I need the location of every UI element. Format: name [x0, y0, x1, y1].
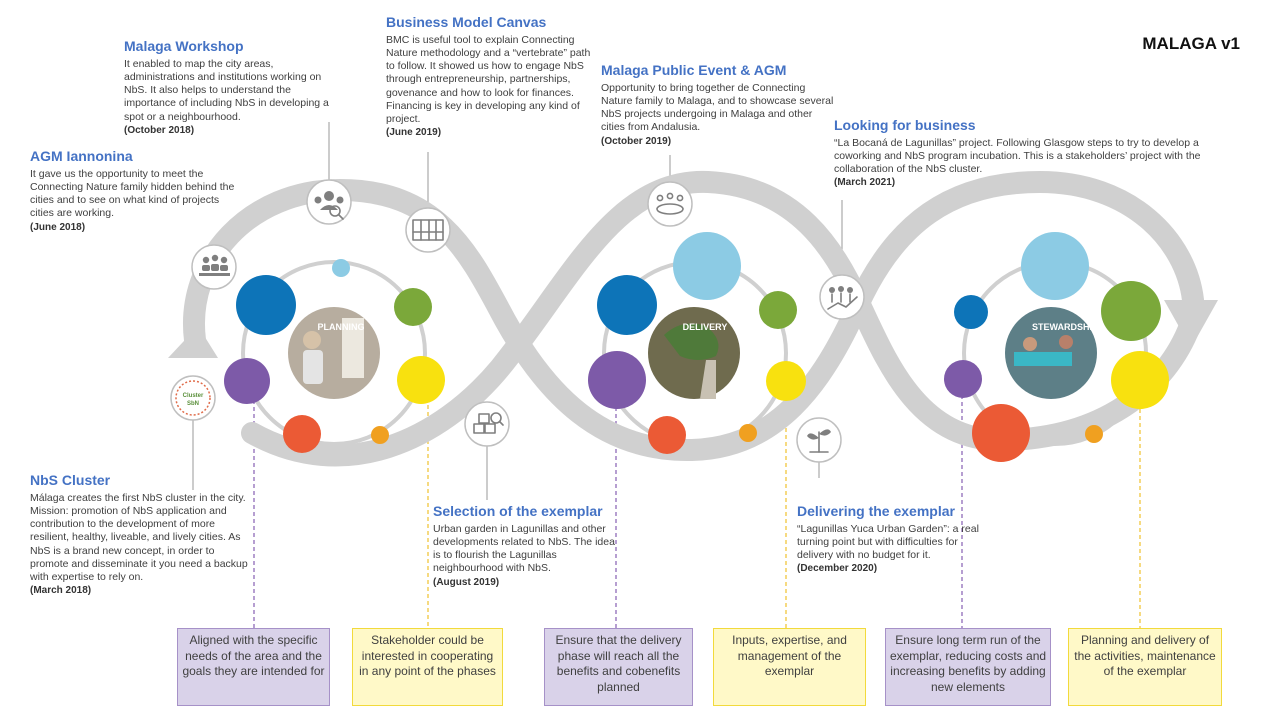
round-table-icon [647, 181, 693, 227]
planning-yellow-circle [397, 356, 445, 404]
badge-line-1: Cluster [183, 393, 204, 399]
planning-lightblue-circle [332, 259, 350, 277]
milestone-business-model-canvas: Business Model Canvas BMC is useful tool… [386, 14, 594, 138]
planning-photo-person [303, 331, 321, 349]
milestone-date: (March 2021) [834, 177, 896, 189]
note-box-stewardship-purple: Ensure long term run of the exemplar, re… [885, 628, 1051, 706]
page-title: MALAGA v1 [1142, 34, 1240, 53]
ribbon-arrow-left [168, 326, 218, 358]
workshop-people-icon [306, 179, 352, 225]
milestone-text: It gave us the opportunity to meet the C… [30, 168, 235, 220]
planning-red-circle [283, 415, 321, 453]
stewardship-orange-circle [1085, 425, 1103, 443]
milestone-delivering-exemplar: Delivering the exemplar “Lagunillas Yuca… [797, 503, 981, 574]
delivery-red-circle [648, 416, 686, 454]
milestone-date: (June 2019) [386, 126, 442, 138]
planning-blue-circle [236, 275, 296, 335]
planning-green-circle [394, 288, 432, 326]
stewardship-yellow-circle [1111, 351, 1169, 409]
stewardship-cluster: STEWARDSHIP [944, 232, 1169, 462]
planning-purple-circle [224, 358, 270, 404]
delivery-photo-path [700, 360, 716, 399]
sprout-icon [796, 417, 842, 463]
ribbon-arrow-right [1164, 300, 1218, 348]
phase-label-delivery: DELIVERY [683, 322, 728, 332]
stewardship-green-circle [1101, 281, 1161, 341]
delivery-yellow-circle [766, 361, 806, 401]
phase-label-planning: PLANNING [318, 322, 365, 332]
stewardship-purple-circle [944, 360, 982, 398]
canvas-board-icon [405, 207, 451, 253]
milestone-public-event-agm: Malaga Public Event & AGM Opportunity to… [601, 62, 837, 147]
planning-photo [288, 307, 380, 399]
note-box-planning-yellow: Stakeholder could be interested in coope… [352, 628, 503, 706]
milestone-title: Business Model Canvas [386, 14, 547, 30]
milestone-looking-for-business: Looking for business “La Bocaná de Lagun… [834, 117, 1220, 188]
planning-photo-body [303, 350, 323, 384]
milestone-date: (October 2019) [601, 135, 672, 147]
planning-orange-circle [371, 426, 389, 444]
milestone-malaga-workshop: Malaga Workshop It enabled to map the ci… [124, 38, 338, 136]
milestone-text: Opportunity to bring together de Connect… [601, 82, 834, 134]
delivery-cluster: DELIVERY [588, 232, 806, 454]
badge-line-2: SbN [187, 401, 199, 407]
milestone-agm-iannonina: AGM Iannonina It gave us the opportunity… [30, 148, 242, 233]
milestone-date: (June 2018) [30, 221, 86, 233]
delivery-purple-circle [588, 351, 646, 409]
milestone-title: Delivering the exemplar [797, 503, 955, 519]
milestone-text: “La Bocaná de Lagunillas” project. Follo… [834, 137, 1201, 176]
milestone-title: NbS Cluster [30, 472, 111, 488]
meeting-icon [191, 244, 237, 290]
growth-people-icon [819, 274, 865, 320]
stewardship-photo-person-1 [1023, 337, 1037, 351]
stewardship-blue-circle [954, 295, 988, 329]
planning-photo-board [342, 318, 364, 378]
milestone-date: (August 2019) [433, 576, 500, 588]
note-box-delivery-yellow: Inputs, expertise, and management of the… [713, 628, 866, 706]
icon-stems [192, 122, 843, 500]
milestone-text: Málaga creates the first NbS cluster in … [30, 492, 248, 583]
stewardship-photo-table [1014, 352, 1072, 366]
milestone-title: AGM Iannonina [30, 148, 133, 164]
cluster-badge-icon: Cluster SbN [170, 375, 216, 421]
milestone-title: Looking for business [834, 117, 976, 133]
milestone-text: Urban garden in Lagunillas and other dev… [433, 523, 615, 575]
milestone-text: BMC is useful tool to explain Connecting… [386, 34, 591, 125]
milestone-date: (March 2018) [30, 584, 92, 596]
note-box-planning-purple: Aligned with the specific needs of the a… [177, 628, 330, 706]
stewardship-photo-person-2 [1059, 335, 1073, 349]
phase-label-stewardship: STEWARDSHIP [1032, 322, 1098, 332]
note-box-delivery-purple: Ensure that the delivery phase will reac… [544, 628, 693, 706]
milestone-text: “Lagunillas Yuca Urban Garden”: a real t… [797, 523, 979, 562]
milestone-title: Malaga Public Event & AGM [601, 62, 787, 78]
delivery-green-circle [759, 291, 797, 329]
delivery-orange-circle [739, 424, 757, 442]
milestone-date: (December 2020) [797, 563, 878, 575]
stewardship-lightblue-circle [1021, 232, 1089, 300]
milestone-date: (October 2018) [124, 124, 195, 136]
delivery-blue-circle [597, 275, 657, 335]
milestone-text: It enabled to map the city areas, admini… [124, 58, 329, 123]
delivery-photo-foliage [664, 323, 719, 360]
milestone-title: Malaga Workshop [124, 38, 244, 54]
planning-cluster: PLANNING [224, 259, 445, 453]
milestone-nbs-cluster: NbS Cluster Málaga creates the first NbS… [30, 472, 248, 596]
note-box-stewardship-yellow: Planning and delivery of the activities,… [1068, 628, 1222, 706]
delivery-lightblue-circle [673, 232, 741, 300]
search-boxes-icon [464, 401, 510, 447]
milestone-selection-exemplar: Selection of the exemplar Urban garden i… [433, 503, 619, 588]
stewardship-red-circle [972, 404, 1030, 462]
milestone-title: Selection of the exemplar [433, 503, 603, 519]
